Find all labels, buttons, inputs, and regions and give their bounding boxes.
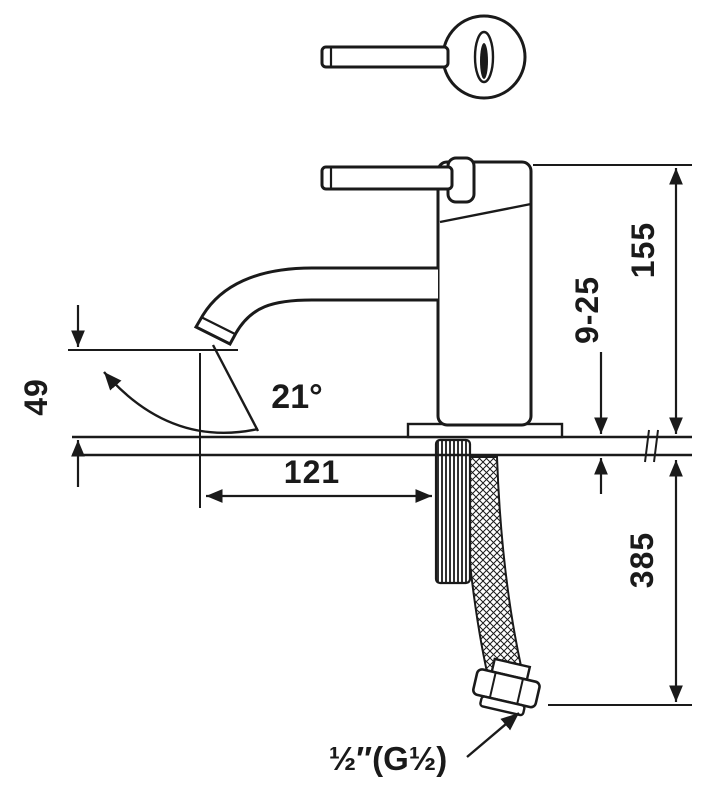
thread-label: ½″(G½) — [329, 740, 448, 777]
aerator-seam — [200, 316, 236, 335]
dim-49-label: 49 — [18, 378, 54, 416]
threaded-shank — [434, 438, 472, 585]
nut-facet-line — [516, 678, 524, 705]
stream-direction-line — [211, 344, 260, 432]
handle-base-seam — [439, 202, 532, 224]
lever-handle-top — [320, 45, 450, 69]
dim-925-label: 9-25 — [569, 276, 605, 344]
deck-break-mark — [653, 429, 659, 463]
dim-121-label: 121 — [284, 454, 340, 490]
lever-hub-core — [480, 43, 488, 79]
thread-leader-line — [466, 712, 520, 758]
angle-label: 21° — [271, 378, 322, 416]
nut-collar — [479, 695, 526, 717]
spout — [193, 266, 438, 346]
faucet-top-view — [320, 14, 527, 100]
nut-facet-line — [488, 672, 497, 699]
lever-handle-side — [320, 165, 454, 191]
deck-break-mark — [644, 429, 650, 463]
dim-385-label: 385 — [624, 532, 660, 588]
hose-nut — [472, 657, 541, 717]
angle-arc — [103, 371, 259, 434]
dim-155-label: 155 — [625, 222, 661, 278]
